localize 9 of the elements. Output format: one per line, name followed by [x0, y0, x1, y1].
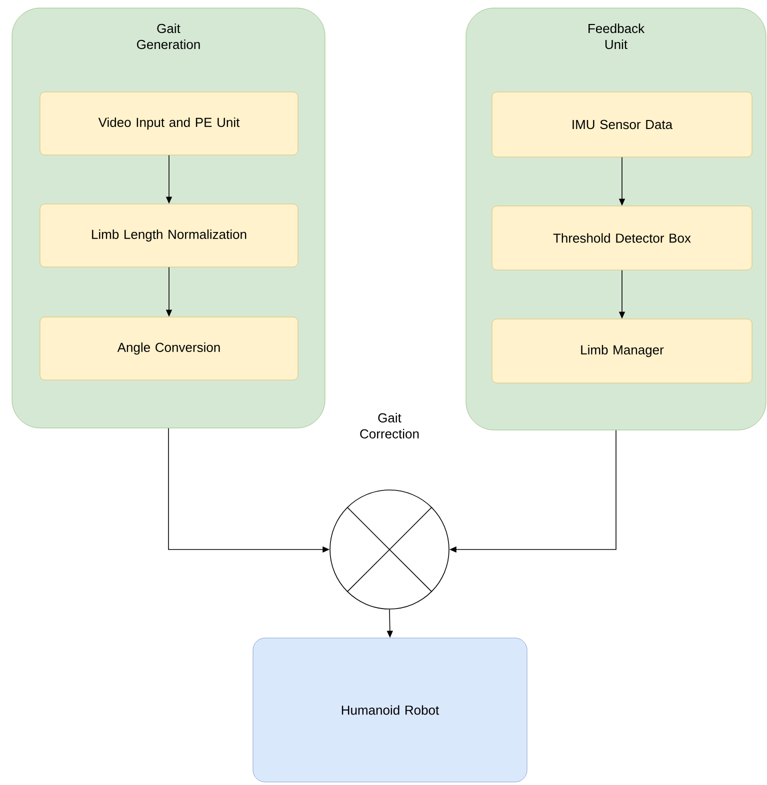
process-box: Video Input and PE Unit [40, 92, 298, 156]
robot-box: Humanoid Robot [252, 638, 528, 782]
node-caption: Gait Correction [360, 412, 419, 438]
process-box: Angle Conversion [40, 316, 298, 380]
process-box: Limb Length Normalization [40, 204, 298, 268]
process-box: IMU Sensor Data [492, 92, 752, 158]
summing-junction-circle [330, 490, 450, 610]
process-box: Threshold Detector Box [492, 206, 752, 270]
process-box: Limb Manager [492, 318, 752, 384]
